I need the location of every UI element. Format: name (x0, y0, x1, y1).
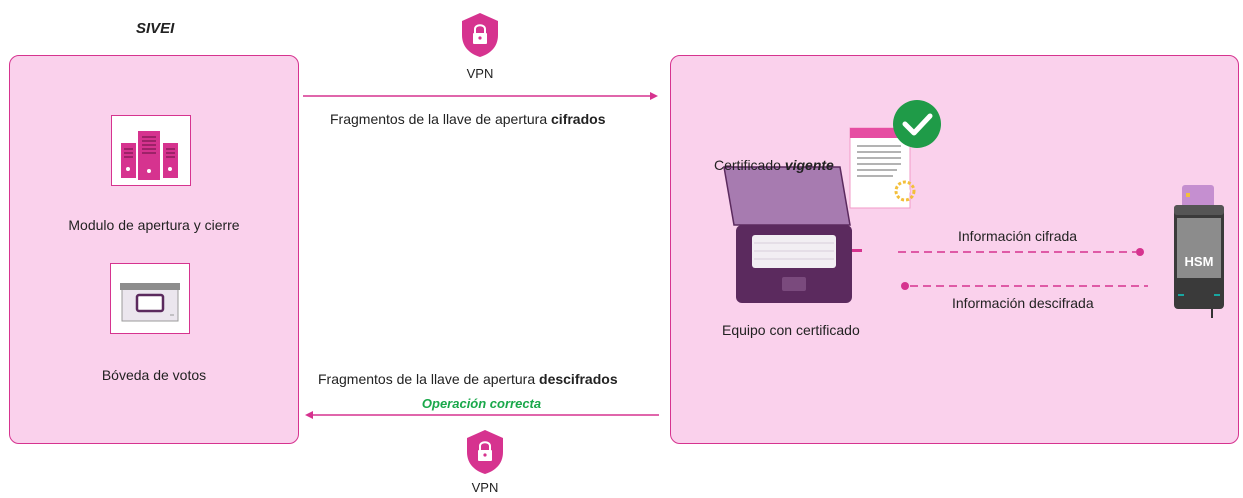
vault-icon (110, 263, 190, 334)
certificate-icon (849, 127, 916, 209)
module-label: Modulo de apertura y cierre (68, 217, 240, 233)
certificate-status-label: Certificado vigente (714, 157, 834, 173)
device-label: Equipo con certificado (722, 322, 860, 338)
sivei-title: SIVEI (136, 20, 175, 37)
hsm-label: HSM (1184, 254, 1214, 269)
decrypted-info-connector (901, 282, 1148, 290)
decrypted-fragments-label: Fragmentos de la llave de apertura desci… (318, 371, 618, 387)
encrypted-arrow (303, 92, 658, 100)
server-icon (111, 115, 191, 186)
vpn-shield-lock-icon (467, 430, 503, 474)
vpn-shield-lock-icon (462, 13, 498, 57)
vpn-label-top: VPN (466, 66, 494, 81)
vpn-label-bottom: VPN (471, 480, 499, 495)
encrypted-info-label: Información cifrada (958, 228, 1078, 244)
hsm-device-icon (1174, 185, 1224, 318)
vault-label: Bóveda de votos (101, 367, 207, 383)
sivei-panel (9, 55, 299, 444)
encrypted-fragments-label: Fragmentos de la llave de apertura cifra… (330, 111, 606, 127)
operation-status: Operación correcta (421, 396, 542, 411)
laptop-icon (723, 166, 862, 303)
decrypted-arrow (305, 411, 659, 419)
encrypted-info-connector (898, 248, 1144, 256)
decrypted-info-label: Información descifrada (952, 295, 1094, 311)
check-icon (893, 100, 941, 148)
